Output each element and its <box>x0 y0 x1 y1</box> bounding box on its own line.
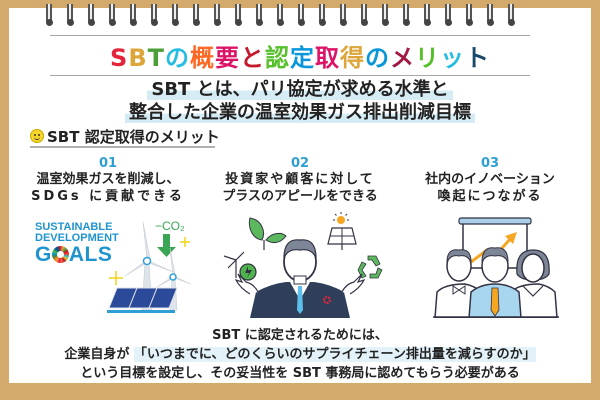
binding-ring <box>256 4 263 26</box>
benefit-number: 01 <box>98 156 118 171</box>
title-char: 概 <box>189 44 215 72</box>
binding-ring <box>277 4 284 26</box>
title-char: S <box>110 44 129 72</box>
binding-ring <box>403 4 410 26</box>
page-title: SBTの概要と認定取得のメリット <box>0 38 600 73</box>
binding-ring <box>88 4 95 26</box>
sdgs-logo-line-1: SUSTAINABLE <box>35 221 113 233</box>
binding-ring <box>487 4 494 26</box>
sdgs-logo-als: ALS <box>68 243 113 266</box>
businessman-eco-icons-illustration <box>210 210 390 318</box>
certification-requirements: SBT に認定されるためには、 企業自身が 「いつまでに、どのくらいのサプライチ… <box>0 326 600 383</box>
binding-ring <box>67 4 74 26</box>
requirements-line-3: という目標を設定し、その妥当性を SBT 事務局に認めてもらう必要がある <box>80 366 520 381</box>
title-char: B <box>128 44 148 72</box>
sparkle-icon <box>109 237 190 285</box>
wind-turbine-icon <box>124 221 192 311</box>
benefit-text-line-2: プラスのアピールをできる <box>222 189 378 204</box>
wind-turbine-battery-icon <box>223 251 257 281</box>
binding-ring <box>340 4 347 26</box>
sdgs-logo-goals: G ALS <box>35 244 119 266</box>
team-graphic <box>433 217 559 319</box>
presentation-board-icon <box>458 217 532 269</box>
team-growth-chart-illustration <box>405 210 585 319</box>
ring-binding <box>0 0 600 30</box>
benefit-03: 03 社内のイノベーション 喚起につながる <box>395 157 585 205</box>
binding-ring <box>424 4 431 26</box>
sdgs-logo: SUSTAINABLE DEVELOPMENT G ALS <box>35 222 119 266</box>
section-heading-text: SBT 認定取得のメリット <box>47 127 220 146</box>
person-center-icon <box>468 247 522 319</box>
smiley-icon <box>30 129 44 143</box>
co2-label: −CO₂ <box>155 219 185 233</box>
binding-ring <box>445 4 452 26</box>
sprout-icon <box>248 217 287 250</box>
sdgs-wheel-icon <box>51 246 69 263</box>
title-char: ッ <box>439 44 465 72</box>
down-arrow-icon <box>157 234 176 257</box>
businessman-icon <box>234 239 366 318</box>
binding-ring <box>508 4 515 26</box>
title-char: リ <box>414 44 440 72</box>
section-heading: SBT 認定取得のメリット <box>30 126 220 148</box>
definition-line-2: 整合した企業の温室効果ガス排出削減目標 <box>125 102 475 123</box>
benefit-number: 02 <box>290 156 310 171</box>
recycle-icon <box>357 255 383 279</box>
binding-ring <box>214 4 221 26</box>
notebook-paper <box>9 8 591 383</box>
sdgs-wind-solar-illustration: SUSTAINABLE DEVELOPMENT G ALS −CO₂ <box>25 210 205 318</box>
requirements-line-2: 企業自身が 「いつまでに、どのくらいのサプライチェーン排出量を減らすのか」 <box>0 345 600 364</box>
benefit-text-line-1: 社内のイノベーション <box>425 172 555 187</box>
title-char: 認 <box>264 44 290 72</box>
title-char: 要 <box>214 44 240 72</box>
binding-ring <box>151 4 158 26</box>
binding-ring <box>172 4 179 26</box>
binding-ring <box>109 4 116 26</box>
binding-ring <box>235 4 242 26</box>
title-char: と <box>239 44 265 72</box>
sdgs-logo-line-2: DEVELOPMENT <box>35 232 119 244</box>
benefit-text-line-1: 温室効果ガスを削減し、 <box>36 172 180 187</box>
title-char: ト <box>464 44 490 72</box>
requirements-line-2-prefix: 企業自身が <box>64 347 130 362</box>
benefit-text-line-1: 投資家や顧客に対して <box>225 172 375 187</box>
benefit-text-line-2: 喚起につながる <box>437 189 543 204</box>
binding-ring <box>382 4 389 26</box>
binding-ring <box>193 4 200 26</box>
divider-title <box>50 75 530 76</box>
title-char: 取 <box>314 44 340 72</box>
definition-line-1: SBT とは、パリ協定が求める水準と <box>147 79 453 100</box>
solar-sun-icon <box>327 212 357 250</box>
divider-top <box>50 35 530 36</box>
binding-ring <box>298 4 305 26</box>
sbt-definition: SBT とは、パリ協定が求める水準と 整合した企業の温室効果ガス排出削減目標 <box>0 78 600 124</box>
wind-solar-graphic: −CO₂ <box>107 219 192 313</box>
title-char: 定 <box>289 44 315 72</box>
requirements-highlight: 「いつまでに、どのくらいのサプライチェーン排出量を減らすのか」 <box>133 347 536 362</box>
title-char: の <box>364 44 390 72</box>
requirements-line-1: SBT に認定されるためには、 <box>212 328 388 343</box>
benefit-text-line-2: SDGs に貢献できる <box>31 189 185 204</box>
title-char: メ <box>389 44 415 72</box>
solar-panel-icon <box>107 287 178 313</box>
title-char: 得 <box>339 44 365 72</box>
title-char: T <box>147 44 165 72</box>
sdgs-logo-g: G <box>35 243 52 266</box>
benefit-number: 03 <box>480 156 500 171</box>
binding-ring <box>361 4 368 26</box>
binding-ring <box>130 4 137 26</box>
businessman-graphic <box>223 212 383 318</box>
benefit-01: 01 温室効果ガスを削減し、 SDGs に貢献できる <box>13 157 203 205</box>
binding-ring <box>319 4 326 26</box>
title-char: の <box>164 44 190 72</box>
benefit-02: 02 投資家や顧客に対して プラスのアピールをできる <box>205 157 395 205</box>
binding-ring <box>466 4 473 26</box>
binding-ring <box>46 4 53 26</box>
